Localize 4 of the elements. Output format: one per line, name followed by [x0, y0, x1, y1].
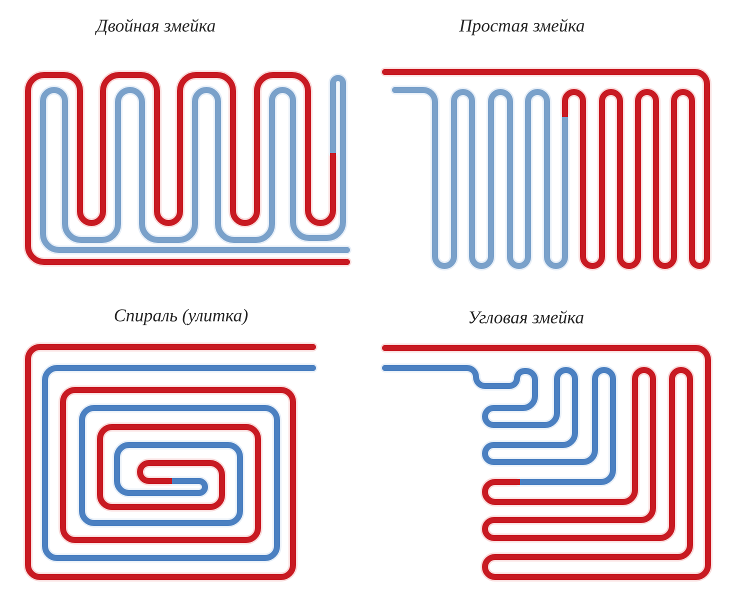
pattern-title: Угловая змейка	[469, 310, 584, 324]
pattern-title: Спираль (улитка)	[114, 308, 248, 326]
pattern-title: Двойная змейка	[94, 18, 216, 36]
pattern-title: Простая змейка	[459, 18, 584, 36]
